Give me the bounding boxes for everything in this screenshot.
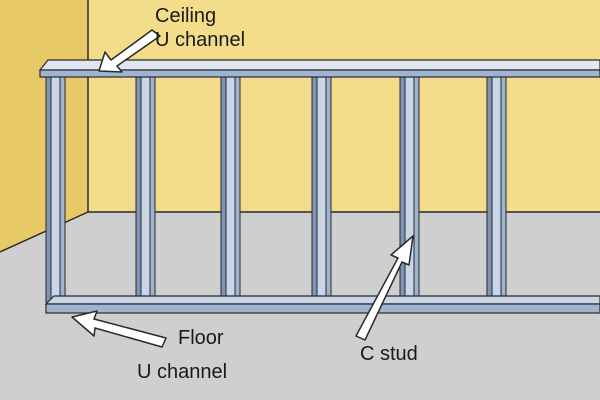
ceiling-u-channel (38, 59, 600, 78)
floor-channel-label: Floor (178, 326, 224, 350)
floor-u-channel (44, 295, 600, 314)
ceiling-channel-label-line2: U channel (155, 29, 246, 51)
c-stud (399, 73, 420, 303)
arrow-to-c-stud-icon (355, 235, 414, 341)
floor-channel-label-second: U channel (137, 360, 227, 384)
ceiling-channel-label: Ceiling U channel (155, 4, 245, 52)
floor-channel-label-line2: U channel (137, 361, 228, 383)
ceiling-channel-label-line1: Ceiling (155, 5, 217, 27)
c-stud (45, 73, 66, 303)
c-stud (311, 73, 332, 303)
floor-sidewall-edge (0, 211, 89, 253)
floor-channel-label-line1: Floor (178, 327, 224, 349)
arrow-to-floor-channel-icon (71, 310, 167, 348)
arrow-to-ceiling-channel-icon (98, 29, 161, 73)
side-wall (0, 0, 88, 252)
c-stud-label-text: C stud (360, 343, 418, 365)
back-wall (0, 0, 600, 225)
c-stud-label: C stud (360, 342, 418, 366)
c-stud (220, 73, 241, 303)
c-stud (486, 73, 507, 303)
c-stud (135, 73, 156, 303)
